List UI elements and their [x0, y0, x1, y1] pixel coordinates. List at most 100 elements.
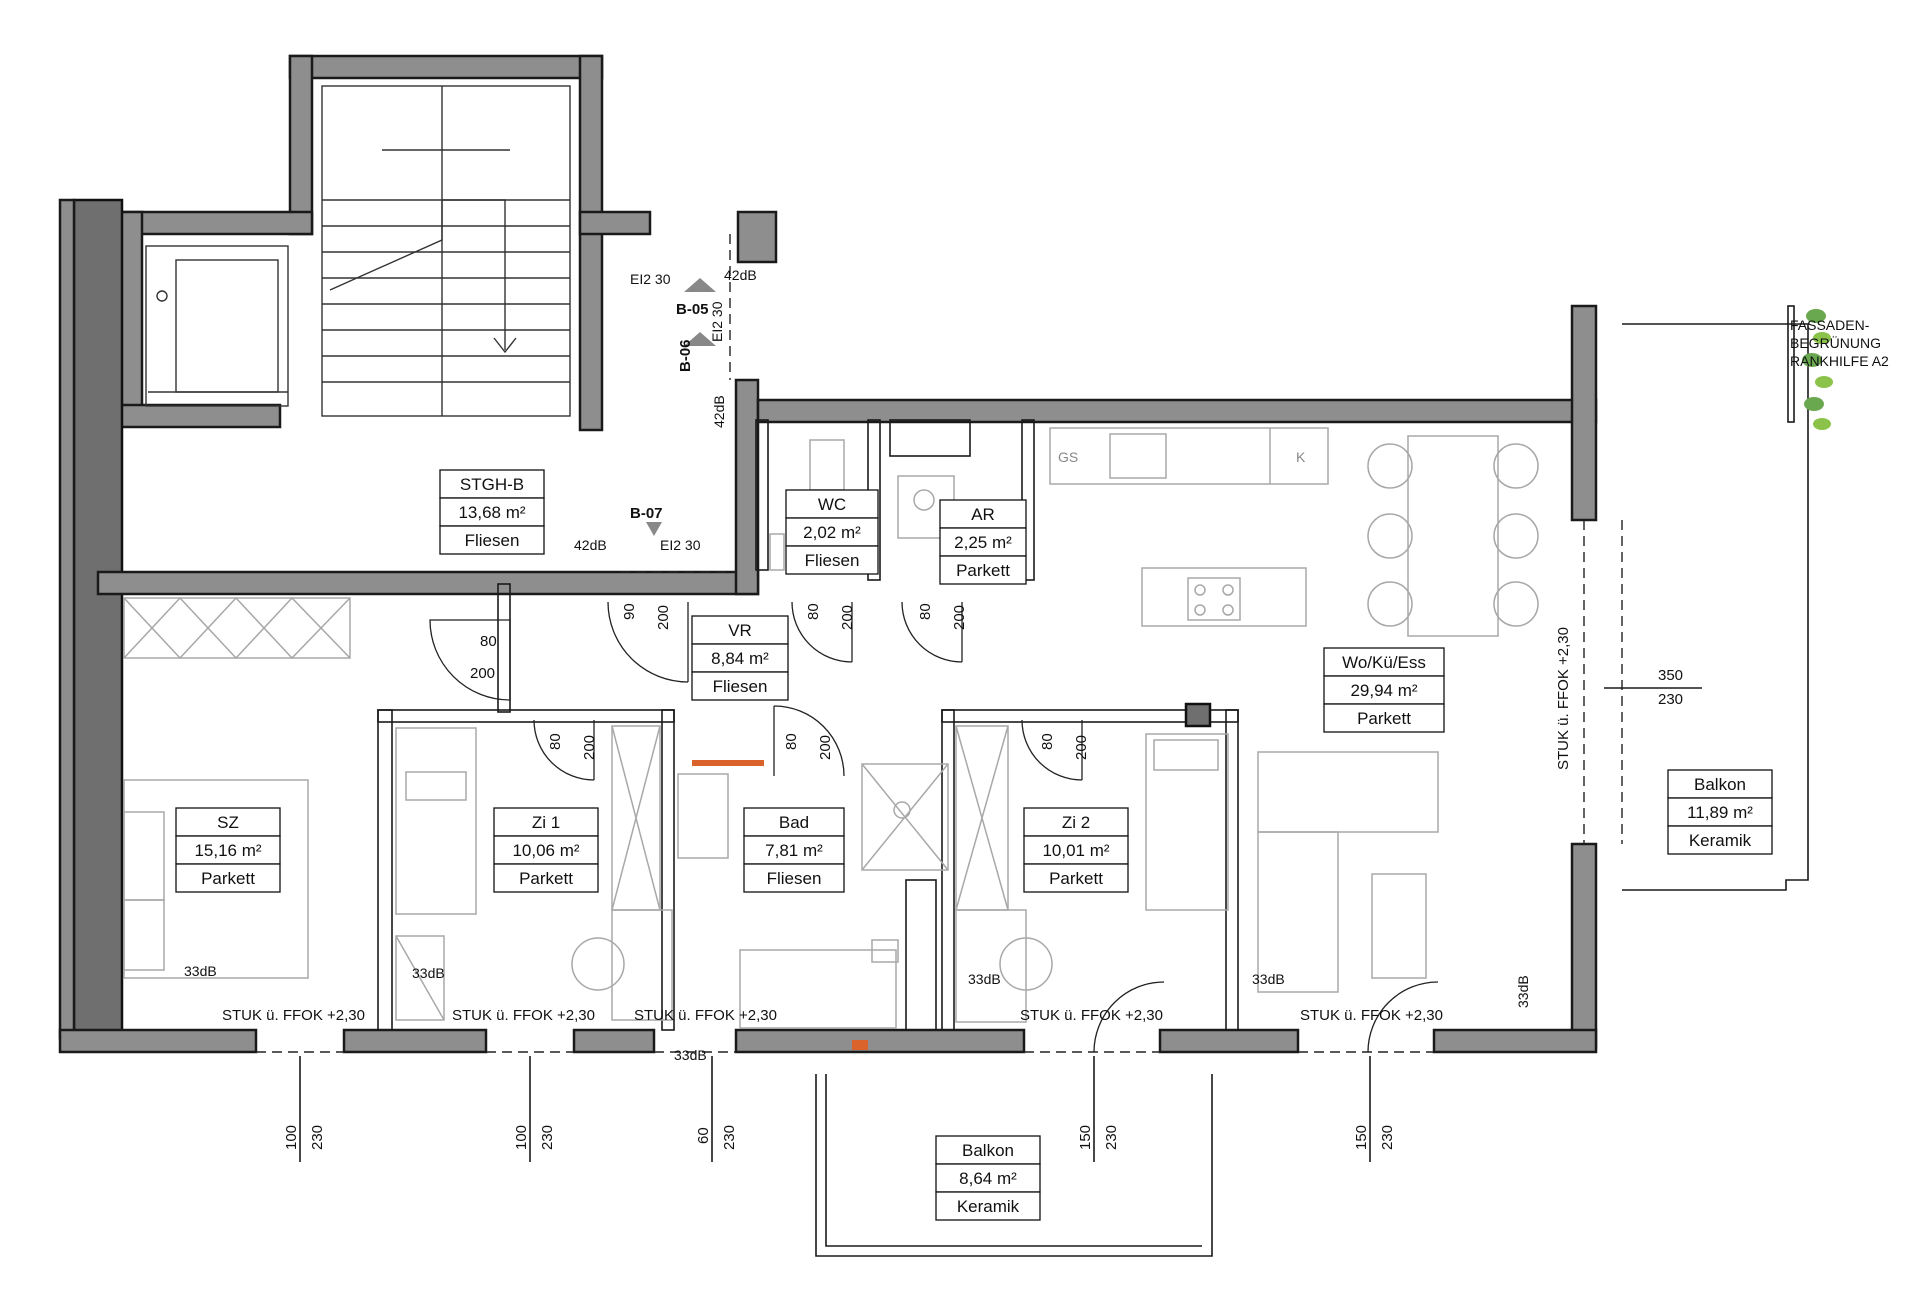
wardrobe-sz	[123, 597, 351, 659]
walls	[58, 54, 1598, 1054]
ceiling-note-2: STUK ü. FFOK +2,30	[452, 1007, 595, 1024]
room-area-cell	[691, 643, 789, 673]
wall-zi2-wo	[1225, 709, 1239, 1031]
wall-west	[72, 198, 124, 1040]
wall-elevator-top	[118, 210, 314, 236]
room-floor-cell	[1667, 825, 1773, 855]
room-area-cell	[1323, 675, 1445, 705]
wc-basin	[769, 533, 785, 571]
door-frame-marker	[692, 760, 764, 766]
dim-vr-w: 90	[621, 603, 638, 620]
room-floor: Fliesen	[465, 531, 520, 550]
chair-zi2	[999, 937, 1053, 991]
ceiling-note-5: STUK ü. FFOK +2,30	[1300, 1007, 1443, 1024]
wall-east-lower	[1570, 842, 1598, 1050]
door-bad	[773, 705, 845, 777]
wall-stair-left	[288, 54, 314, 236]
windows	[256, 234, 1623, 1053]
room-area: 10,06 m²	[512, 841, 579, 860]
rating-ei2-2: EI2 30	[709, 301, 725, 342]
ceiling-note-6: STUK ü. FFOK +2,30	[1555, 627, 1572, 770]
wall-stair-top	[288, 54, 604, 80]
bathtub	[739, 949, 897, 1029]
kitchen-counter	[1049, 427, 1329, 485]
room-floor-cell	[935, 1191, 1041, 1221]
stair-treads	[322, 149, 570, 383]
dim-sz-h: 200	[470, 665, 495, 682]
dim-sz-w: 80	[480, 633, 497, 650]
room-name: Balkon	[1694, 775, 1746, 794]
room-name: SZ	[217, 813, 239, 832]
wall-stair-landing	[578, 210, 652, 236]
room-floor-cell	[493, 863, 599, 893]
wall-pillar	[736, 210, 778, 264]
door-ar	[901, 601, 963, 663]
rating-ei2-3: EI2 30	[660, 537, 701, 553]
room-name: Zi 2	[1062, 813, 1090, 832]
room-area: 8,84 m²	[711, 649, 769, 668]
facade-note-3: RANKHILFE A2	[1790, 353, 1889, 369]
dimensions: 80 200 90 200 80 200 80 200 80 200 80 20…	[283, 603, 1702, 1162]
pillow-1	[123, 811, 165, 901]
room-name-cell	[1023, 807, 1129, 837]
door-zi1	[533, 719, 595, 781]
section-markers: B-05 B-06 B-07	[630, 278, 716, 536]
room-floor-cell	[743, 863, 845, 893]
pillow-2	[123, 899, 165, 971]
kitchen-island	[1141, 567, 1307, 627]
shaft	[889, 419, 971, 457]
room-area-cell	[743, 835, 845, 865]
room-area-cell	[175, 835, 281, 865]
marker-b05-icon	[684, 278, 716, 292]
wall-south-2	[342, 1028, 488, 1054]
elevator-car	[175, 259, 279, 393]
wall-south-5	[1158, 1028, 1300, 1054]
marker-b07-icon	[646, 522, 662, 536]
ceiling-note-3: STUK ü. FFOK +2,30	[634, 1007, 777, 1024]
dim-zi2-h: 200	[1073, 735, 1090, 760]
door-sz	[429, 619, 511, 701]
coffee-table	[1371, 873, 1427, 979]
facade-note-2: BEGRÜNUNG	[1790, 334, 1881, 351]
room-floor: Parkett	[1049, 869, 1103, 888]
wall-west-outer	[58, 198, 76, 1040]
sink	[1109, 433, 1167, 479]
room-name-cell	[1667, 769, 1773, 799]
room-name-cell	[785, 489, 879, 519]
plant-icon	[1802, 309, 1833, 430]
wardrobe-sz-x2	[123, 596, 351, 660]
room-name: AR	[971, 505, 995, 524]
rating-ei2-1: EI2 30	[630, 271, 671, 287]
room-floor-cell	[175, 863, 281, 893]
db42-2: 42dB	[711, 395, 727, 428]
shower	[861, 763, 949, 871]
shower-drain-icon	[893, 801, 911, 819]
dim-win1-w: 100	[283, 1125, 300, 1150]
room-floor-cell	[785, 545, 879, 575]
door-wo-balcony	[1367, 981, 1439, 1053]
dining-table	[1407, 435, 1499, 637]
dim-win4-h: 230	[1103, 1125, 1120, 1150]
bed-zi1	[395, 727, 477, 915]
room-area: 15,16 m²	[194, 841, 261, 860]
db42-3: 42dB	[574, 537, 607, 553]
room-floor: Keramik	[957, 1197, 1020, 1216]
pillow-zi2	[1153, 739, 1219, 771]
marker-b06-icon	[684, 332, 716, 346]
stair-arrow-icon	[493, 337, 517, 354]
desk-zi1	[611, 909, 673, 1021]
dim-zi2-w: 80	[1039, 733, 1056, 750]
trellis	[1787, 305, 1795, 423]
stair-walkline	[329, 199, 506, 350]
marker-b06: B-06	[677, 339, 694, 372]
facade-note-1: FASSADEN-	[1790, 317, 1870, 333]
room-name: STGH-B	[460, 475, 524, 494]
desk-zi2	[955, 909, 1027, 1023]
ceiling-note-4: STUK ü. FFOK +2,30	[1020, 1007, 1163, 1024]
